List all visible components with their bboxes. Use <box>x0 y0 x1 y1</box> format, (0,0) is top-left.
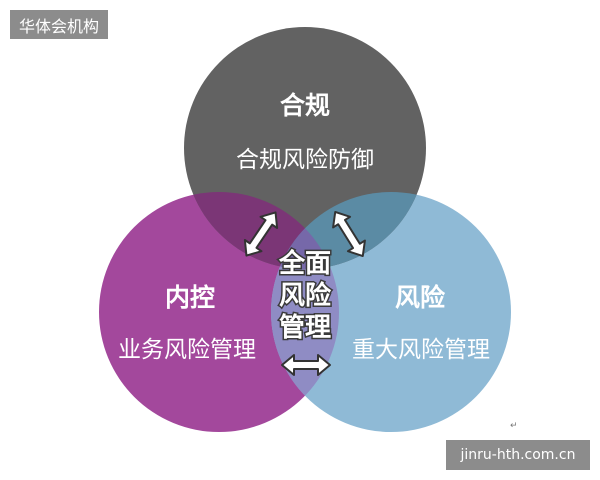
risk-title: 风险 <box>395 283 446 312</box>
bottom-right-watermark: jinru-hth.com.cn <box>446 440 590 470</box>
compliance-control-overlap <box>184 192 339 269</box>
return-mark: ↵ <box>510 421 518 431</box>
center-label-line-1: 全面 <box>278 248 331 279</box>
top-right-double-arrow-icon <box>332 210 366 258</box>
risk-subtitle: 重大风险管理 <box>352 337 490 363</box>
top-left-watermark: 华体会机构 <box>10 10 108 39</box>
internal-control-title: 内控 <box>165 283 215 312</box>
internal-control-subtitle: 业务风险管理 <box>118 337 256 363</box>
compliance-title: 合规 <box>280 91 330 120</box>
compliance-subtitle: 合规风险防御 <box>236 147 374 173</box>
center-label-line-2: 风险 <box>279 280 332 311</box>
bottom-double-arrow-icon <box>281 354 331 376</box>
compliance-risk-overlap <box>271 192 426 269</box>
center-label-line-3: 管理 <box>279 313 331 343</box>
top-left-double-arrow-icon <box>243 211 279 257</box>
